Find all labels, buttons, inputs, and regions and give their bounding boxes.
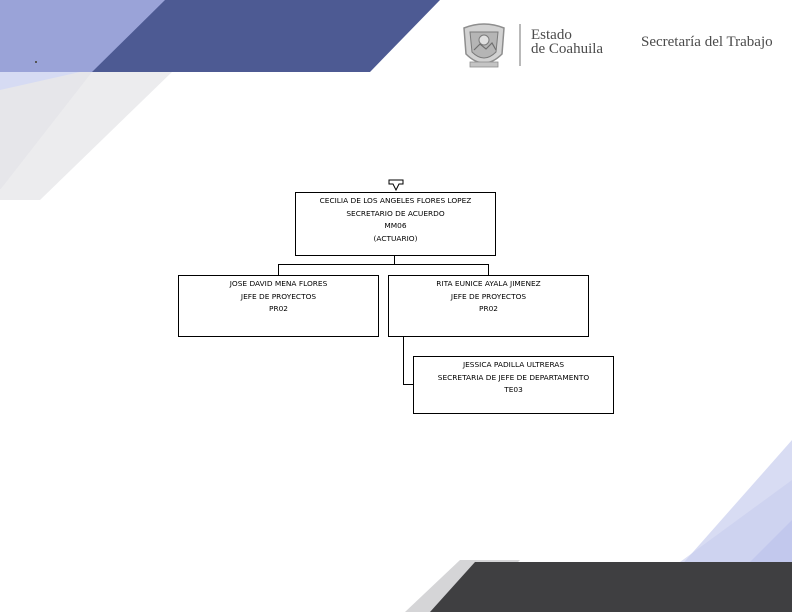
org-node-root-title: SECRETARIO DE ACUERDO <box>346 208 445 218</box>
connector-right-down <box>488 264 489 275</box>
bottom-right-fade-band <box>680 480 792 562</box>
connector-sub-vertical <box>403 337 404 385</box>
root-marker-icon <box>388 179 404 192</box>
org-node-left-title: JEFE DE PROYECTOS <box>240 291 317 301</box>
top-left-gray-strip <box>0 72 172 200</box>
state-name-line2: de Coahuila <box>531 41 604 57</box>
stray-dot <box>35 61 37 63</box>
connector-root-down <box>394 256 395 265</box>
org-node-sub-name: JESSICA PADILLA ULTRERAS <box>462 360 565 369</box>
top-left-navy-band <box>92 0 440 72</box>
org-node-left-code: PR02 <box>269 304 288 313</box>
bottom-right-charcoal-band <box>430 562 792 612</box>
connector-horizontal <box>278 264 489 265</box>
org-node-right-code: PR02 <box>479 304 498 313</box>
org-node-right-name: RITA EUNICE AYALA JIMENEZ <box>436 279 541 288</box>
connector-left-down <box>278 264 279 275</box>
coahuila-coat-of-arms-icon <box>463 23 505 68</box>
state-name: Estado de Coahuila <box>531 27 604 57</box>
org-node-left-name: JOSE DAVID MENA FLORES <box>229 279 328 288</box>
org-node-sub-title: SECRETARIA DE JEFE DE DEPARTAMENTO <box>437 372 590 382</box>
connector-sub-horizontal <box>403 384 414 385</box>
org-node-sub-code: TE03 <box>504 385 523 394</box>
department-name: Secretaría del Trabajo <box>641 34 773 50</box>
org-node-left: JOSE DAVID MENA FLORES JEFE DE PROYECTOS… <box>178 275 379 337</box>
header-divider <box>519 24 521 66</box>
org-node-root-note: (ACTUARIO) <box>373 233 418 243</box>
org-node-root: CECILIA DE LOS ANGELES FLORES LOPEZ SECR… <box>295 192 496 256</box>
org-node-root-code: MM06 <box>384 221 407 230</box>
org-node-right: RITA EUNICE AYALA JIMENEZ JEFE DE PROYEC… <box>388 275 589 337</box>
state-name-line1: Estado <box>531 27 572 43</box>
org-node-root-name: CECILIA DE LOS ANGELES FLORES LOPEZ <box>319 196 472 205</box>
org-node-sub: JESSICA PADILLA ULTRERAS SECRETARIA DE J… <box>413 356 614 414</box>
org-node-right-title: JEFE DE PROYECTOS <box>450 291 527 301</box>
